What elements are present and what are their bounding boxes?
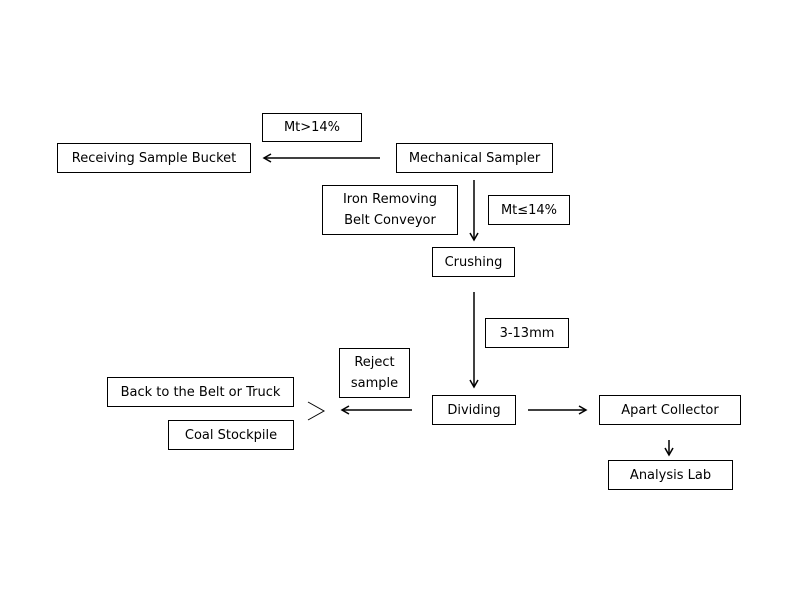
mechanical-sampler-box: Mechanical Sampler [396, 143, 553, 173]
reject-sample-line-1: Reject [354, 355, 395, 370]
iron-removing-line-1: Iron Removing [342, 192, 438, 207]
label-mt-low: Mt≤14% [488, 195, 570, 225]
reject-sample-box: Reject sample [339, 348, 410, 398]
iron-removing-belt-conveyor-box: Iron Removing Belt Conveyor [322, 185, 458, 235]
reject-sample-line-2: sample [350, 376, 399, 391]
coal-stockpile-box: Coal Stockpile [168, 420, 294, 450]
receiving-sample-bucket-box: Receiving Sample Bucket [57, 143, 251, 173]
crushing-box: Crushing [432, 247, 515, 277]
label-size-range: 3-13mm [485, 318, 569, 348]
branch-chevron [307, 401, 326, 421]
label-mt-high: Mt>14% [262, 113, 362, 142]
apart-collector-box: Apart Collector [599, 395, 741, 425]
iron-removing-line-2: Belt Conveyor [344, 213, 436, 228]
dividing-box: Dividing [432, 395, 516, 425]
back-to-belt-or-truck-box: Back to the Belt or Truck [107, 377, 294, 407]
analysis-lab-box: Analysis Lab [608, 460, 733, 490]
